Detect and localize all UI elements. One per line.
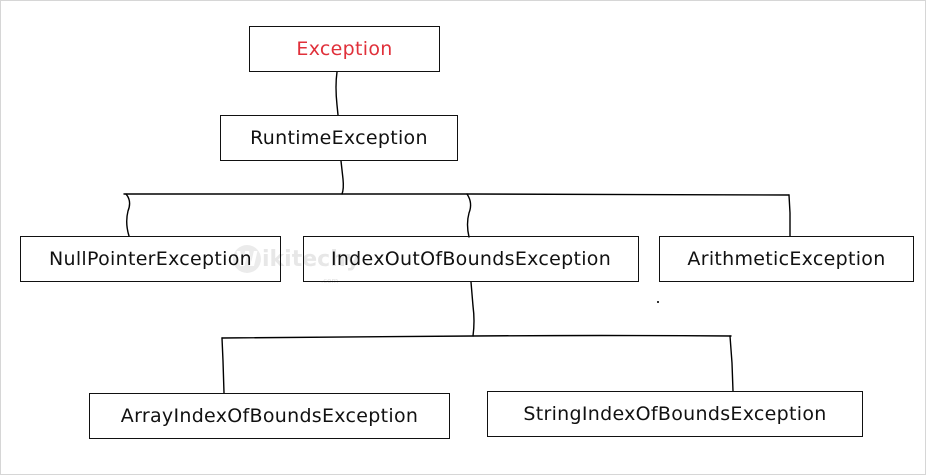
edge-to-nullpointer bbox=[125, 193, 131, 237]
edge-to-stringindex bbox=[729, 335, 734, 392]
edge-level1-bar bbox=[123, 193, 790, 196]
edge-exception-runtime bbox=[335, 71, 339, 116]
node-string-index-of-bounds-exception: StringIndexOfBoundsException bbox=[487, 391, 863, 437]
edge-to-arrayindex bbox=[221, 337, 225, 394]
edge-index-stem bbox=[470, 281, 475, 337]
edge-runtime-stem bbox=[340, 160, 345, 195]
node-null-pointer-exception: NullPointerException bbox=[20, 236, 281, 282]
node-exception: Exception bbox=[249, 26, 440, 72]
edge-level2-bar bbox=[221, 334, 732, 339]
node-index-out-of-bounds-exception: IndexOutOfBoundsException bbox=[303, 236, 639, 282]
edge-to-indexoutofbounds bbox=[466, 193, 472, 238]
node-array-index-of-bounds-exception: ArrayIndexOfBoundsException bbox=[89, 393, 450, 439]
edge-to-arithmetic bbox=[788, 194, 791, 237]
stray-dot bbox=[657, 301, 659, 303]
node-runtime-exception: RuntimeException bbox=[220, 115, 458, 161]
node-arithmetic-exception: ArithmeticException bbox=[659, 236, 914, 282]
